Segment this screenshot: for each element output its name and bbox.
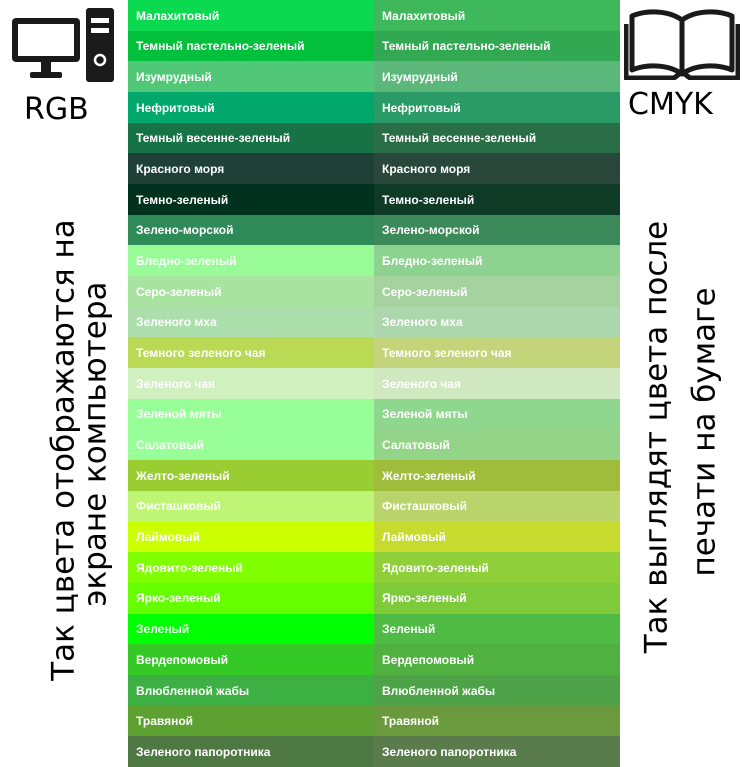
- cmyk-swatch-label: Малахитовый: [374, 0, 620, 32]
- cmyk-swatch-label: Темный весенне-зеленый: [374, 122, 620, 154]
- rgb-swatch-label: Травяной: [128, 705, 374, 737]
- rgb-swatch-label: Фисташковый: [128, 490, 374, 523]
- rgb-swatch-label: Зеленого чая: [128, 368, 374, 400]
- rgb-swatch-label: Ядовито-зеленый: [128, 552, 374, 584]
- left-caption-line1: Так цвета отображаются на: [45, 219, 82, 681]
- rgb-swatch-label: Ярко-зеленый: [128, 582, 374, 615]
- cmyk-swatch-label: Серо-зеленый: [374, 276, 620, 308]
- rgb-swatch-label: Красного моря: [128, 153, 374, 185]
- right-caption-line2: печати на бумаге: [686, 287, 723, 577]
- cmyk-swatch-label: Вердепомовый: [374, 644, 620, 676]
- cmyk-swatch-label: Ярко-зеленый: [374, 582, 620, 615]
- cmyk-label: CMYK: [628, 87, 713, 122]
- left-caption-line2: экране компьютера: [77, 281, 114, 607]
- rgb-swatch-label: Лаймовый: [128, 521, 374, 553]
- cmyk-swatch-label: Красного моря: [374, 153, 620, 185]
- cmyk-swatch-label: Зеленого чая: [374, 368, 620, 400]
- rgb-swatch-label: Бледно-зеленый: [128, 245, 374, 277]
- cmyk-swatch-label: Влюбленной жабы: [374, 674, 620, 707]
- rgb-label: RGB: [24, 92, 89, 127]
- cmyk-swatch-label: Изумрудный: [374, 61, 620, 93]
- rgb-swatch-label: Темный пастельно-зеленый: [128, 30, 374, 62]
- cmyk-swatch-label: Темного зеленого чая: [374, 337, 620, 369]
- rgb-swatch-label: Желто-зеленый: [128, 460, 374, 492]
- cmyk-swatch-label: Салатовый: [374, 429, 620, 461]
- rgb-swatch-label: Зеленого папоротника: [128, 736, 374, 767]
- rgb-swatch-label: Темно-зеленый: [128, 184, 374, 216]
- cmyk-swatch-label: Бледно-зеленый: [374, 245, 620, 277]
- rgb-swatch-label: Темный весенне-зеленый: [128, 122, 374, 154]
- cmyk-swatch-label: Темно-зеленый: [374, 184, 620, 216]
- rgb-swatch-label: Вердепомовый: [128, 644, 374, 676]
- cmyk-swatch-label: Зеленый: [374, 613, 620, 645]
- rgb-swatch-label: Нефритовый: [128, 92, 374, 124]
- cmyk-swatch-label: Травяной: [374, 705, 620, 737]
- cmyk-swatch-label: Зеленой мяты: [374, 398, 620, 430]
- cmyk-swatch-label: Желто-зеленый: [374, 460, 620, 492]
- rgb-swatch-label: Зелено-морской: [128, 214, 374, 246]
- right-caption-line1: Так выглядят цвета после: [638, 220, 675, 654]
- cmyk-swatch-label: Зеленого папоротника: [374, 736, 620, 767]
- cmyk-swatch-label: Фисташковый: [374, 490, 620, 523]
- rgb-swatch-label: Серо-зеленый: [128, 276, 374, 308]
- cmyk-swatch-label: Нефритовый: [374, 92, 620, 124]
- cmyk-swatch-label: Темный пастельно-зеленый: [374, 30, 620, 62]
- rgb-swatch-label: Салатовый: [128, 429, 374, 461]
- rgb-swatch-label: Зеленый: [128, 613, 374, 645]
- cmyk-swatch-label: Зеленого мха: [374, 306, 620, 338]
- rgb-swatch-label: Малахитовый: [128, 0, 374, 32]
- cmyk-swatch-label: Зелено-морской: [374, 214, 620, 246]
- computer-icon: [12, 8, 114, 82]
- rgb-swatch-label: Изумрудный: [128, 61, 374, 93]
- rgb-swatch-label: Влюбленной жабы: [128, 674, 374, 707]
- book-icon: [624, 9, 740, 80]
- cmyk-swatch-label: Ядовито-зеленый: [374, 552, 620, 584]
- rgb-swatch-label: Темного зеленого чая: [128, 337, 374, 369]
- rgb-swatch-label: Зеленого мха: [128, 306, 374, 338]
- rgb-swatch-label: Зеленой мяты: [128, 398, 374, 430]
- cmyk-swatch-label: Лаймовый: [374, 521, 620, 553]
